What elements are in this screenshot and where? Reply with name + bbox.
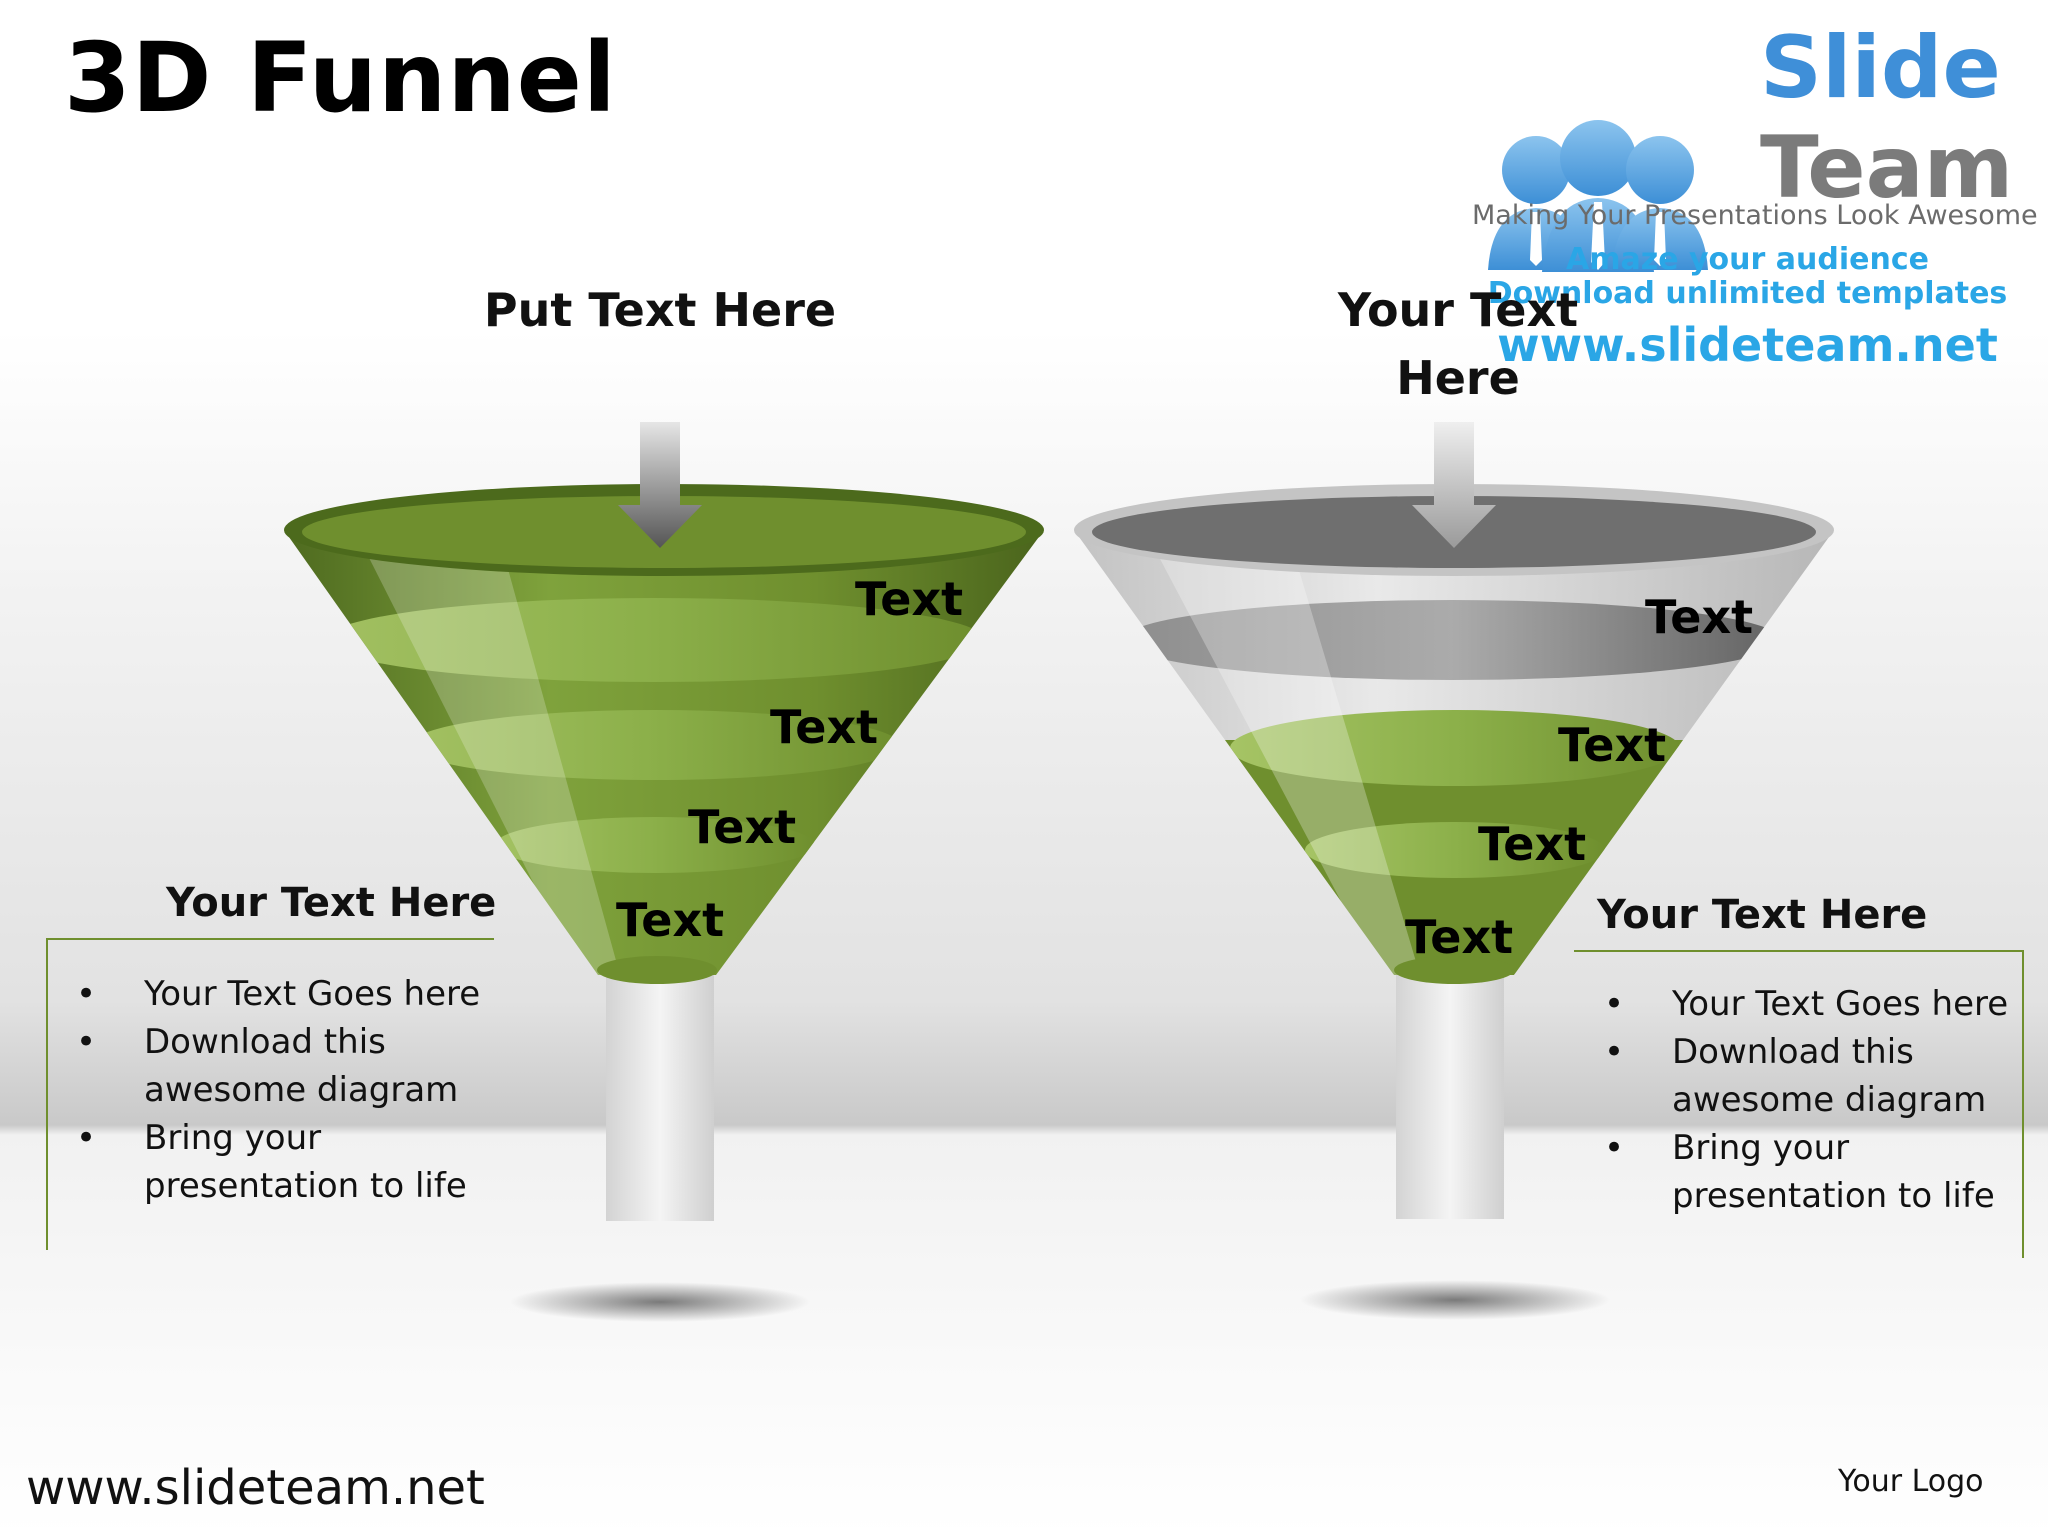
funnel-left-label-1: Text <box>855 572 964 626</box>
list-item: •Bring your presentation to life <box>76 1118 467 1206</box>
list-item: •Bring your presentation to life <box>1604 1128 1995 1216</box>
list-item: •Your Text Goes here <box>76 974 481 1014</box>
funnel-right-header: Your Text Here <box>1337 283 1579 405</box>
funnel-left-label-2: Text <box>770 700 879 754</box>
logo-tagline: Making Your Presentations Look Awesome <box>1472 200 2038 231</box>
logo-brand-slide: Slide <box>1760 18 2001 118</box>
funnel-left-header: Put Text Here <box>483 283 837 337</box>
panel-right-heading: Your Text Here <box>1597 892 1928 938</box>
panel-left-bullets: •Your Text Goes here •Download this awes… <box>54 970 494 1210</box>
funnel-right-label-2: Text <box>1558 718 1667 772</box>
funnel-right-shadow <box>1300 1280 1610 1320</box>
logo-promo-amaze: Amaze your audience <box>1566 242 1929 277</box>
footer-url[interactable]: www.slideteam.net <box>26 1460 485 1516</box>
list-item: •Your Text Goes here <box>1604 984 2009 1024</box>
panel-left-heading: Your Text Here <box>166 880 497 926</box>
funnel-right <box>1074 422 1834 984</box>
funnel-right-label-4: Text <box>1405 910 1514 964</box>
logo-promo-download: Download unlimited templates <box>1487 276 2008 311</box>
footer-logo-text: Your Logo <box>1838 1464 1984 1499</box>
funnel-left-label-3: Text <box>688 800 797 854</box>
slideteam-logo <box>1488 120 1708 272</box>
panel-right <box>1574 950 2024 1258</box>
logo-brand-team: Team <box>1760 118 2014 218</box>
panel-right-bullets: •Your Text Goes here •Download this awes… <box>1582 980 2022 1220</box>
people-icon <box>1488 120 1708 272</box>
funnel-right-label-1: Text <box>1645 590 1754 644</box>
funnel-left-pipe <box>606 965 714 1221</box>
panel-left <box>46 938 494 1250</box>
funnel-right-pipe <box>1396 965 1504 1219</box>
arrow-down-icon <box>618 422 702 548</box>
arrow-down-icon <box>1412 422 1496 548</box>
logo-promo-url: www.slideteam.net <box>1497 318 1998 372</box>
list-item: •Download this awesome diagram <box>76 1022 459 1110</box>
list-item: •Download this awesome diagram <box>1604 1032 1987 1120</box>
slide-title: 3D Funnel <box>64 22 617 134</box>
funnel-right-label-3: Text <box>1478 817 1587 871</box>
funnel-left-label-4: Text <box>616 893 725 947</box>
funnel-left <box>284 422 1044 984</box>
funnel-left-shadow <box>510 1282 810 1322</box>
